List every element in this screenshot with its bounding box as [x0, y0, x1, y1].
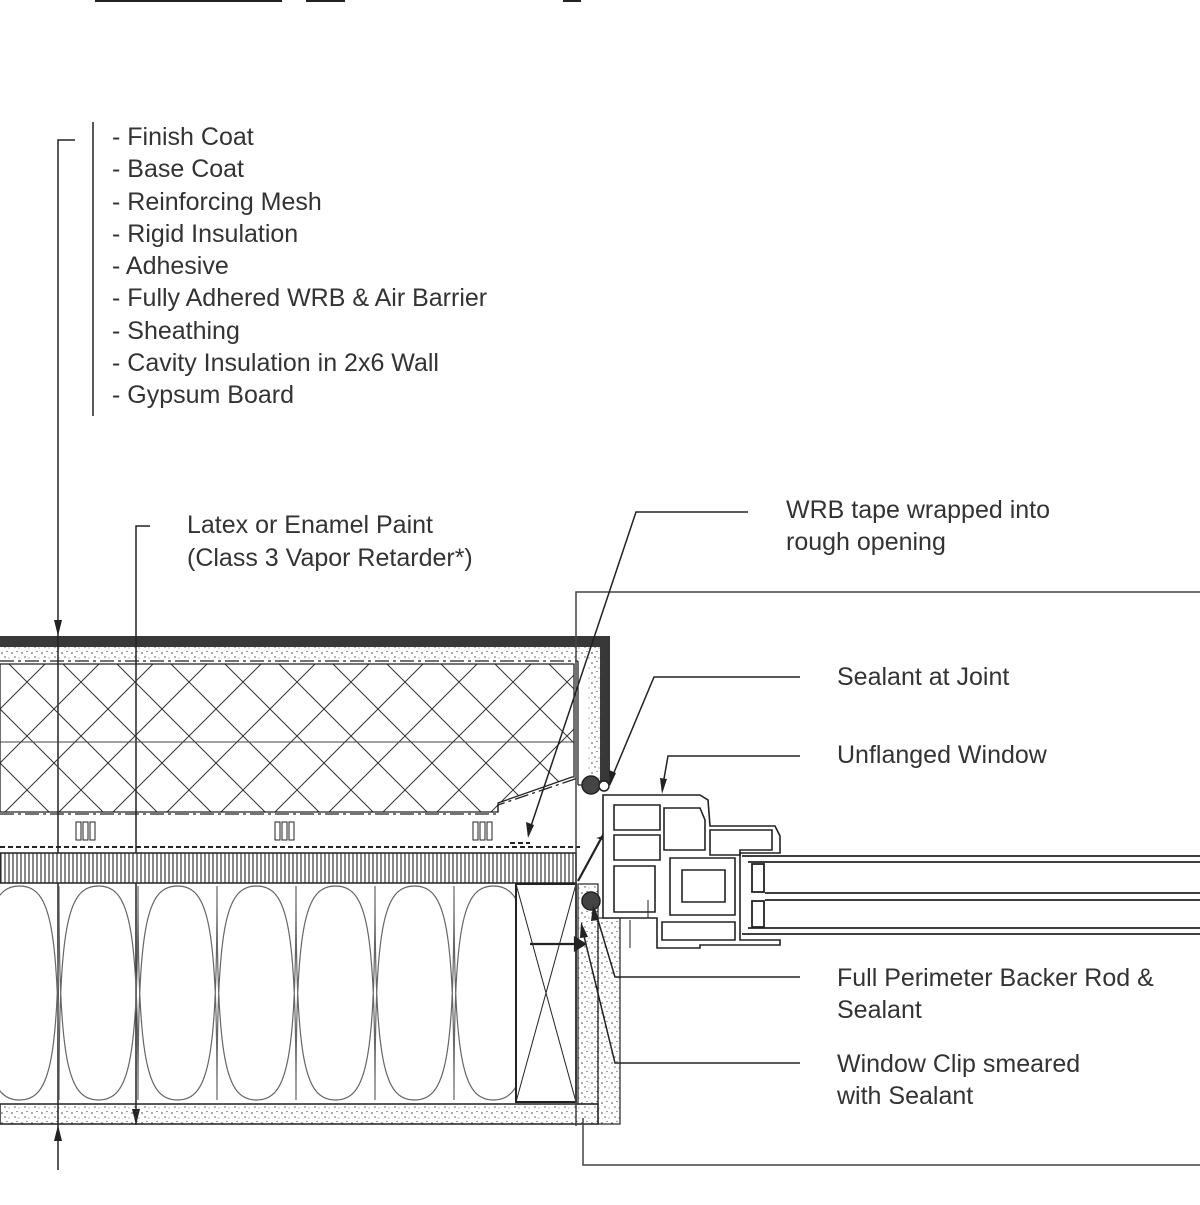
adhesive-dabs [75, 821, 493, 841]
rigid-insulation [0, 663, 579, 815]
wall-layers-list: - Finish Coat - Base Coat - Reinforcing … [112, 121, 487, 412]
window-clip-label-line1: Window Clip smeared [837, 1050, 1081, 1078]
window-clip-label-line2: with Sealant [837, 1082, 974, 1110]
window-frame [602, 794, 781, 949]
stud-2x6 [515, 883, 577, 1103]
gypsum-arrowhead [54, 1125, 62, 1141]
wrb-membrane [0, 842, 580, 848]
unflanged-window-label: Unflanged Window [837, 741, 1047, 769]
layer-sheathing: - Sheathing [112, 316, 240, 345]
backer-rods [581, 775, 610, 911]
layer-rigid-insulation: - Rigid Insulation [112, 219, 299, 248]
eifs-skin [0, 636, 610, 786]
backer-rod-label-line2: Sealant [837, 996, 922, 1024]
layer-finish-coat: - Finish Coat [112, 123, 254, 151]
sealant-joint-label: Sealant at Joint [837, 663, 1010, 691]
paint-leader [135, 525, 150, 1125]
wrb-label-line1: WRB tape wrapped into [786, 496, 1051, 524]
paint-label-line1: Latex or Enamel Paint [187, 511, 433, 539]
layers-leader [57, 122, 94, 1170]
sheathing [0, 852, 577, 884]
layer-base-coat: - Base Coat [112, 155, 245, 184]
layer-reinforcing-mesh: - Reinforcing Mesh [112, 187, 322, 216]
wrb-label-line2: rough opening [786, 528, 946, 556]
backer-rod-label-line1: Full Perimeter Backer Rod & [837, 964, 1154, 992]
glazing-unit [742, 855, 1200, 935]
layer-adhesive: - Adhesive [112, 252, 229, 281]
cavity-insulation [0, 885, 515, 1101]
layer-cavity-insulation: - Cavity Insulation in 2x6 Wall [112, 349, 439, 378]
callout-leaders [527, 511, 800, 1064]
layer-wrb-air-barrier: - Fully Adhered WRB & Air Barrier [112, 284, 488, 313]
paint-label-line2: (Class 3 Vapor Retarder*) [187, 544, 473, 572]
gypsum-board [0, 883, 621, 1125]
callout-arrowheads [526, 770, 667, 938]
layer-gypsum-board: - Gypsum Board [112, 381, 295, 410]
layers-arrowhead [54, 620, 62, 636]
